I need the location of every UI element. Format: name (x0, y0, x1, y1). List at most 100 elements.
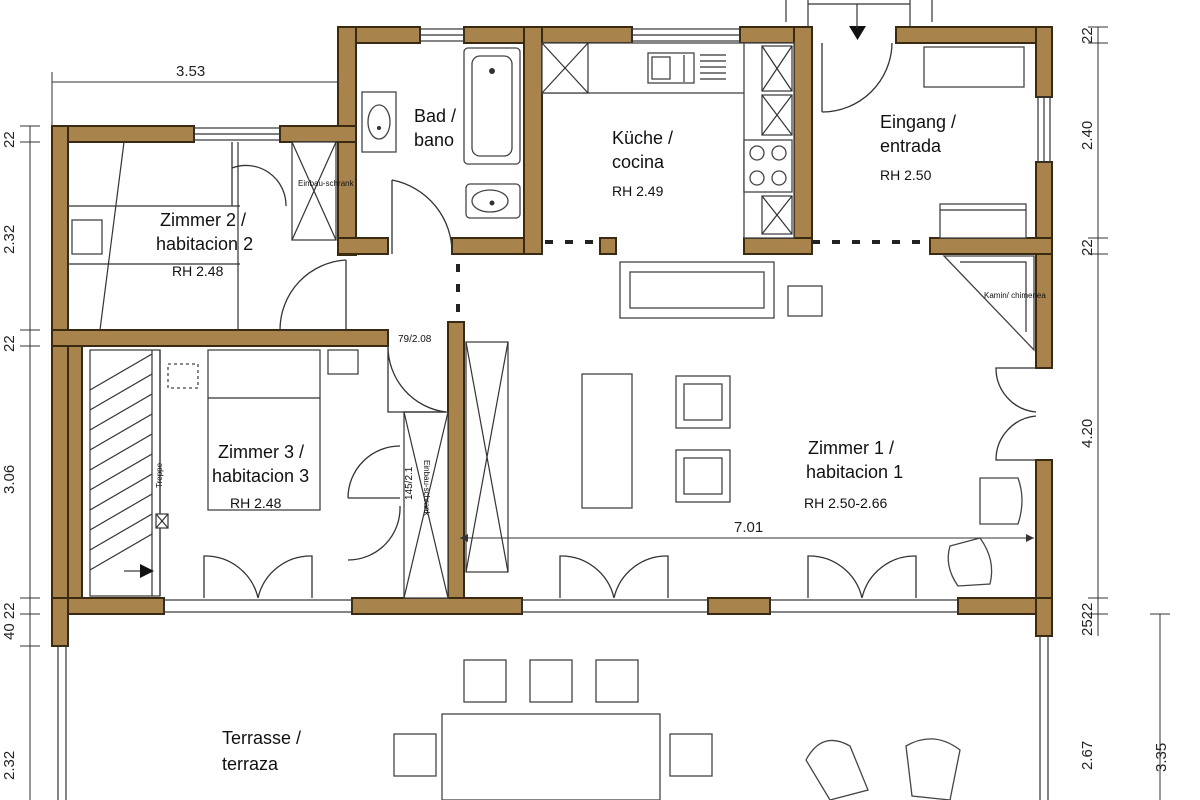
wall-kitchen-entrance (793, 26, 813, 255)
window-bottom-z1a (521, 599, 709, 613)
dim-l-22a: 22 (1, 131, 18, 148)
walls (51, 26, 1053, 647)
window-bottom-z3 (163, 599, 353, 613)
terrasse-label-1: Terrasse / (222, 728, 301, 748)
zimmer1-label-2: habitacion 1 (806, 462, 903, 482)
dim-r-240: 2.40 (1079, 121, 1096, 150)
z1-armchair-a (979, 477, 1023, 525)
entrance-bench-bottom (939, 203, 1027, 239)
bad-label-1: Bad / (414, 106, 456, 126)
dim-r-420: 4.20 (1079, 419, 1096, 448)
stair-arrow-icon (140, 564, 154, 578)
kueche-rh: RH 2.49 (612, 183, 664, 199)
staircase (89, 349, 161, 597)
z1-armchair-b (947, 537, 993, 587)
zimmer1-fixtures (460, 261, 1037, 599)
z1-table (581, 373, 633, 509)
z1-stool (787, 285, 823, 317)
porch (785, 0, 933, 113)
stove (743, 139, 793, 193)
dim-top-left: 3.53 (176, 63, 205, 80)
zimmer3-fixtures (89, 345, 449, 599)
z3-french-door[interactable] (203, 555, 313, 599)
dim-r-22b: 22 (1079, 239, 1096, 256)
small-labels: Einbau-schrank Einbau-schrank Kamin/ chi… (155, 179, 1046, 517)
windows (57, 28, 1051, 800)
dim-l-4022: 40 22 (1, 602, 18, 640)
zimmer2-rh: RH 2.48 (172, 263, 224, 279)
dim-r-335: 3.35 (1153, 743, 1170, 772)
entrance-arrow-icon (849, 26, 866, 40)
zimmer3-label-2: habitacion 3 (212, 466, 309, 486)
z1-french-door-a[interactable] (559, 555, 669, 599)
terrace-stool-a (463, 659, 507, 703)
kitchen-drainer (700, 54, 726, 80)
dimension-lines (20, 26, 1170, 800)
entrance-fixtures (923, 46, 1035, 352)
entrance-bench-top (923, 46, 1025, 88)
wall-entrance-bottom (929, 237, 1053, 255)
eingang-label-1: Eingang / (880, 112, 956, 132)
dim-r-267: 2.67 (1079, 741, 1096, 770)
wall-left (51, 125, 69, 647)
schrank2-label: Einbau-schrank (298, 179, 355, 188)
z3-bed (207, 349, 321, 511)
zimmer1-label-1: Zimmer 1 / (808, 438, 894, 458)
terrace-stool-e (669, 733, 713, 777)
dim-l-232a: 2.32 (1, 225, 18, 254)
kueche-label-1: Küche / (612, 128, 673, 148)
wall-right-mid (1035, 161, 1053, 369)
z3-wardrobe-doors[interactable] (347, 445, 401, 561)
wall-bottom-left-pillar (51, 597, 69, 647)
kamin-label: Kamin/ chimenea (984, 291, 1046, 300)
z2-door-top[interactable] (231, 142, 287, 207)
room-labels: Bad / bano Küche / cocina RH 2.49 Eingan… (156, 106, 956, 774)
z2-door-hall[interactable] (279, 259, 347, 331)
zimmer3-label-1: Zimmer 3 / (218, 442, 304, 462)
door-79-label: 79/2.08 (398, 334, 432, 345)
wall-kitchen-bottom-b (743, 237, 813, 255)
dim-main: 7.01 (734, 519, 763, 536)
entrance-door[interactable] (821, 42, 893, 113)
eingang-rh: RH 2.50 (880, 167, 932, 183)
wall-bottom-b (351, 597, 523, 615)
dim-l-232b: 2.32 (1, 751, 18, 780)
terrace-chair-b (905, 738, 961, 800)
z1-french-door-b[interactable] (807, 555, 917, 599)
terrace-chair-a (805, 739, 869, 800)
dim-r-2522: 2522 (1079, 603, 1096, 636)
wall-right-upper (1035, 26, 1053, 98)
zimmer2-fixtures (68, 141, 347, 331)
z3-door[interactable] (387, 345, 447, 413)
dimension-labels: 3.53 7.01 22 2.40 22 4.20 2522 2.67 3.35… (1, 27, 1170, 780)
wall-bath-kitchen (523, 26, 543, 255)
wall-top-bath2 (463, 26, 633, 44)
terrace-stool-b (529, 659, 573, 703)
dim-l-22b: 22 (1, 335, 18, 352)
z1-side-door[interactable] (995, 367, 1037, 461)
wall-z3-z1 (447, 321, 465, 599)
zimmer1-rh: RH 2.50-2.66 (804, 495, 887, 511)
wall-z2-z3 (51, 329, 389, 347)
wall-z2-top-a (51, 125, 195, 143)
terrasse-label-2: terraza (222, 754, 279, 774)
terrace-stool-d (393, 733, 437, 777)
wall-kitchen-bottom-a (599, 237, 617, 255)
zimmer3-rh: RH 2.48 (230, 495, 282, 511)
bath-fixtures (361, 47, 521, 255)
dashed-openings (456, 240, 930, 322)
window-bottom-z1b (769, 599, 959, 613)
wall-top-entrance (895, 26, 1053, 44)
stair-steps (89, 353, 153, 571)
wall-bottom-c (707, 597, 771, 615)
kueche-label-2: cocina (612, 152, 665, 172)
terrace-table (441, 713, 661, 800)
chimney (942, 255, 1035, 352)
stair-label: Treppe (155, 462, 164, 488)
wall-z3-left (67, 345, 83, 599)
bath-door[interactable] (391, 179, 453, 255)
zimmer2-label-1: Zimmer 2 / (160, 210, 246, 230)
wall-z2-top-b (279, 125, 357, 143)
wall-z2-right (337, 237, 389, 255)
